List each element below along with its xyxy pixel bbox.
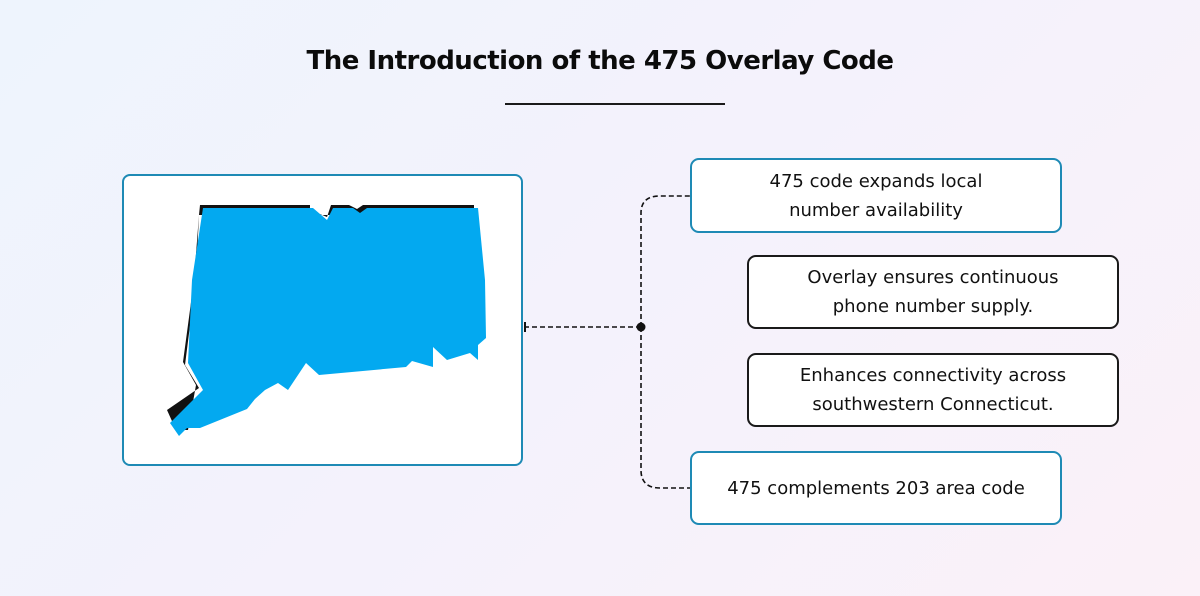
point-text-1: 475 code expands local number availabili… xyxy=(769,170,983,221)
point-box-1: 475 code expands local number availabili… xyxy=(690,158,1062,233)
point-box-4: 475 complements 203 area code xyxy=(690,451,1062,525)
title-underline xyxy=(505,103,725,105)
point-box-3: Enhances connectivity across southwester… xyxy=(747,353,1119,427)
point-text-4: 475 complements 203 area code xyxy=(727,477,1025,499)
map-state-shape xyxy=(170,208,486,436)
point-text-3: Enhances connectivity across southwester… xyxy=(799,365,1067,415)
point-text-2: Overlay ensures continuous phone number … xyxy=(807,267,1059,317)
page-title: The Introduction of the 475 Overlay Code xyxy=(306,46,894,76)
point-box-2: Overlay ensures continuous phone number … xyxy=(747,255,1119,329)
